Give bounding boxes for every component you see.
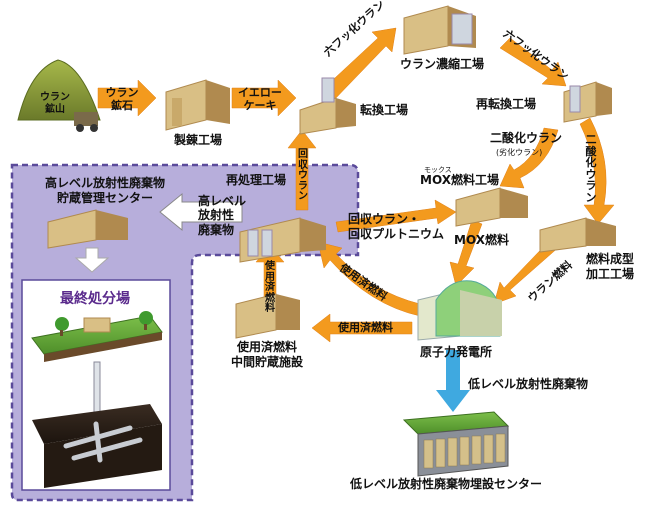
interim-storage-building [235,293,300,339]
label-uo2-depleted-note: (劣化ウラン) [496,148,543,157]
fuel-fab-building [539,217,616,253]
arrow-to-final [74,247,110,273]
arrow-mox-fuel [449,219,483,287]
label-llw-center: 低レベル放射性廃棄物埋設センター [350,477,543,491]
mox-plant-building [455,187,528,227]
reconversion-building [563,81,612,123]
label-reprocessing: 再処理工場 [226,173,287,187]
llw-center-illustration [402,411,510,477]
arrow-ore [97,79,157,117]
arrow-uf6-2 [499,37,567,87]
arrow-spent-fuel-1 [317,241,421,317]
label-reconversion: 再転換工場 [476,97,537,111]
label-uranium-mine: ウラン鉱山 [40,92,70,115]
label-reactor: 原子力発電所 [420,345,493,359]
label-llw: 低レベル放射性廃棄物 [468,377,589,391]
reprocessing-building [239,217,326,263]
label-spent-fuel-2: 使用済燃料 [338,321,393,334]
label-yellowcake: イエローケーキ [238,86,282,113]
arrow-recovered-pu [335,199,457,233]
label-uo2-vertical: 二酸化ウラン [585,133,597,204]
arrow-yellowcake [231,79,297,117]
label-hlw: 高レベル 放射性 廃棄物 [198,194,247,237]
enrichment-building [403,5,476,55]
label-recovered-uranium: 回収ウラン [298,149,308,202]
hlw-center-building [47,209,128,249]
conversion-building [299,77,356,135]
arrow-uo2-depleted [499,127,559,189]
arrow-llw [436,350,470,412]
label-interim-storage: 使用済燃料 中間貯蔵施設 [230,340,303,369]
label-refinery: 製錬工場 [174,133,223,147]
label-mox-ruby: モックス [424,166,452,174]
label-mox-fuel: MOX燃料 [454,233,509,247]
arrow-uf6-1 [321,27,397,101]
label-spent-fuel-vertical: 使用済燃料 [265,261,275,314]
label-fuel-fab: 燃料成型 加工工場 [586,252,635,281]
arrow-spent-fuel-2 [311,313,413,343]
label-final-disposal: 最終処分場 [60,291,130,307]
label-enrichment: ウラン濃縮工場 [400,57,485,71]
final-disposal-illustration [31,311,163,488]
label-uo2-depleted: 二酸化ウラン [490,131,563,145]
uranium-mine [17,59,101,132]
label-uranium-ore: ウラン鉱石 [105,86,139,113]
arrow-recovered-uranium [287,129,317,211]
arrow-uo2-vertical [579,117,615,225]
refinery-building [165,79,230,131]
orange-arrows [97,27,615,343]
label-mox-plant: MOX燃料工場 [420,173,499,187]
label-hlw-center: 高レベル放射性廃棄物 貯蔵管理センター [44,176,165,205]
arrow-hlw [159,192,243,232]
label-conversion: 転換工場 [360,103,409,117]
reactor-building [417,280,502,341]
label-recovered-uranium-pu: 回収ウラン・ 回収プルトニウム [348,212,445,241]
